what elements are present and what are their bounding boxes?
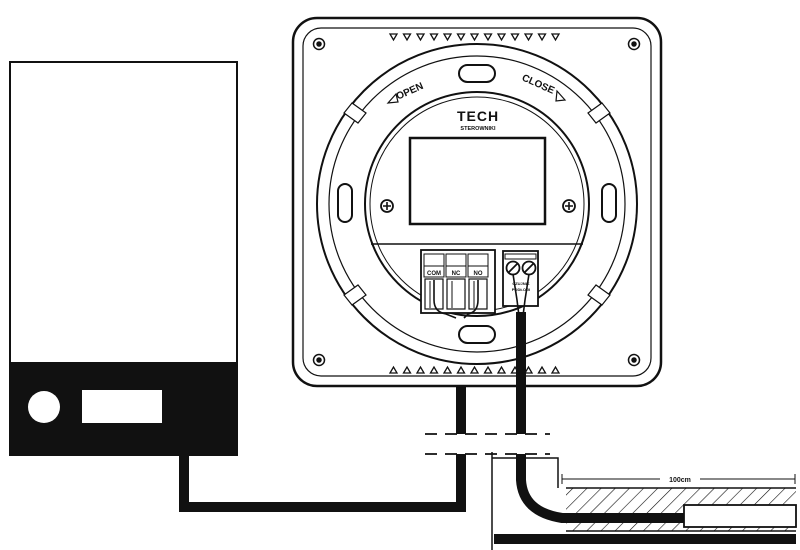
vent-notch — [537, 33, 547, 42]
brand-subtitle: STEROWNIKI — [460, 126, 496, 132]
sensor-screw-icon — [521, 260, 537, 276]
vent-notch — [402, 33, 412, 42]
screw-icon — [312, 353, 326, 367]
vent-notch — [496, 33, 507, 42]
vent-row-bottom — [388, 365, 561, 374]
close-arrow-icon — [555, 89, 567, 102]
middle-ring — [328, 55, 626, 353]
vent-notch — [496, 365, 507, 374]
terminal-com-label: COM — [427, 271, 441, 277]
mount-screw-right-icon — [562, 199, 576, 213]
screw-icon — [627, 353, 641, 367]
vent-notch — [483, 365, 493, 374]
relay-wires — [433, 280, 479, 319]
outer-ring — [316, 43, 638, 365]
vent-notch — [456, 365, 466, 374]
sensor-label-line1: CZUJNIK — [512, 281, 529, 286]
floor-channel — [491, 452, 559, 550]
sensor-screw-icon — [505, 260, 521, 276]
floor-section — [491, 452, 797, 550]
ring-lugs — [343, 102, 611, 306]
vent-notch — [469, 33, 480, 42]
sensor-probe — [683, 504, 797, 528]
open-arrow-icon — [386, 92, 399, 104]
vent-notch — [469, 365, 480, 374]
vent-notch — [415, 33, 426, 42]
vent-notch — [388, 365, 399, 374]
length-dimension: 100cm — [561, 474, 796, 484]
vent-notch — [510, 33, 520, 42]
screw-icon — [627, 37, 641, 51]
vent-notch — [523, 33, 534, 42]
vent-notch — [483, 33, 493, 42]
inner-ring — [364, 91, 590, 317]
vent-notch — [456, 33, 466, 42]
vent-notch — [442, 365, 453, 374]
boiler-display — [82, 390, 162, 423]
top-slot — [458, 64, 496, 83]
brand-logo: TECH — [457, 108, 499, 124]
plate-inner — [302, 27, 652, 377]
vent-notch — [537, 365, 547, 374]
sensor-label-line2: PODŁOGI — [512, 287, 530, 292]
vent-notch — [388, 33, 399, 42]
terminal-nc-label: NC — [452, 271, 461, 277]
bottom-slot — [458, 325, 496, 344]
sensor-terminal-block: CZUJNIK PODŁOGI — [502, 250, 539, 307]
floor-screed — [494, 534, 796, 544]
relay-cable — [179, 312, 466, 512]
vent-notch — [550, 365, 561, 374]
vent-notch — [550, 33, 561, 42]
boiler-knob-icon — [28, 391, 60, 423]
display-window — [408, 136, 547, 226]
length-label: 100cm — [669, 477, 691, 484]
vent-row-top — [388, 33, 561, 42]
corner-screw-icons — [312, 37, 641, 367]
screw-icon — [312, 37, 326, 51]
vent-notch — [402, 365, 412, 374]
cable-break-markers — [425, 433, 550, 455]
vent-notch — [442, 33, 453, 42]
vent-notch — [429, 365, 439, 374]
vent-notch — [523, 365, 534, 374]
right-slot — [601, 183, 617, 223]
terminal-no-label: NO — [474, 271, 483, 277]
sensor-wires — [512, 273, 530, 317]
vent-notch — [429, 33, 439, 42]
relay-terminal-block: COM NC NO — [420, 249, 496, 314]
boiler — [9, 61, 238, 456]
mount-screw-left-icon — [380, 199, 394, 213]
thermostat-back-plate: OPEN CLOSE TECH STEROWNIKI COM — [291, 16, 663, 388]
left-slot — [337, 183, 353, 223]
vent-notch — [415, 365, 426, 374]
sensor-cable — [516, 312, 684, 523]
